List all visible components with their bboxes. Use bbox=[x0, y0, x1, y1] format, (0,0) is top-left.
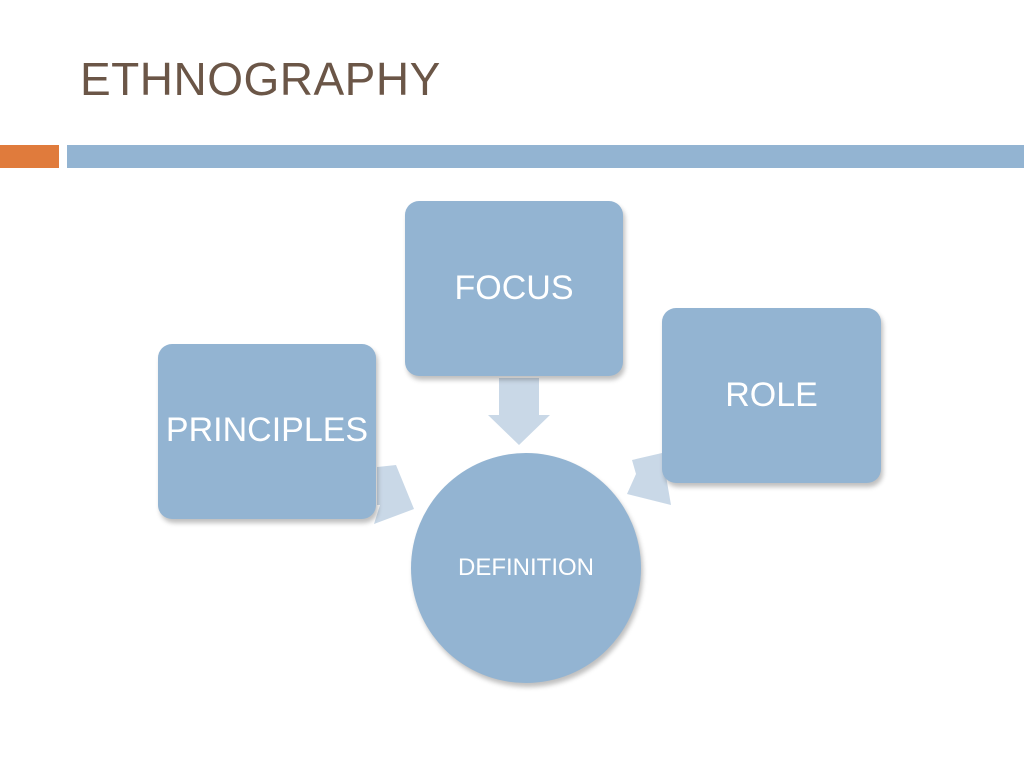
arrow-principles-to-definition bbox=[374, 465, 414, 524]
arrow-focus-to-definition bbox=[488, 378, 550, 445]
role-node: ROLE bbox=[662, 308, 881, 483]
focus-node-label: FOCUS bbox=[454, 269, 574, 307]
title-divider-bar bbox=[67, 145, 1024, 168]
principles-node: PRINCIPLES bbox=[158, 344, 376, 519]
role-node-label: ROLE bbox=[725, 376, 818, 414]
arrow-role-to-definition bbox=[627, 453, 671, 505]
focus-node: FOCUS bbox=[405, 201, 623, 376]
principles-node-label: PRINCIPLES bbox=[165, 411, 369, 449]
slide-title: ETHNOGRAPHY bbox=[80, 53, 441, 105]
definition-node-label: DEFINITION bbox=[458, 554, 594, 581]
definition-node: DEFINITION bbox=[411, 453, 641, 683]
title-accent-bar bbox=[0, 145, 59, 168]
